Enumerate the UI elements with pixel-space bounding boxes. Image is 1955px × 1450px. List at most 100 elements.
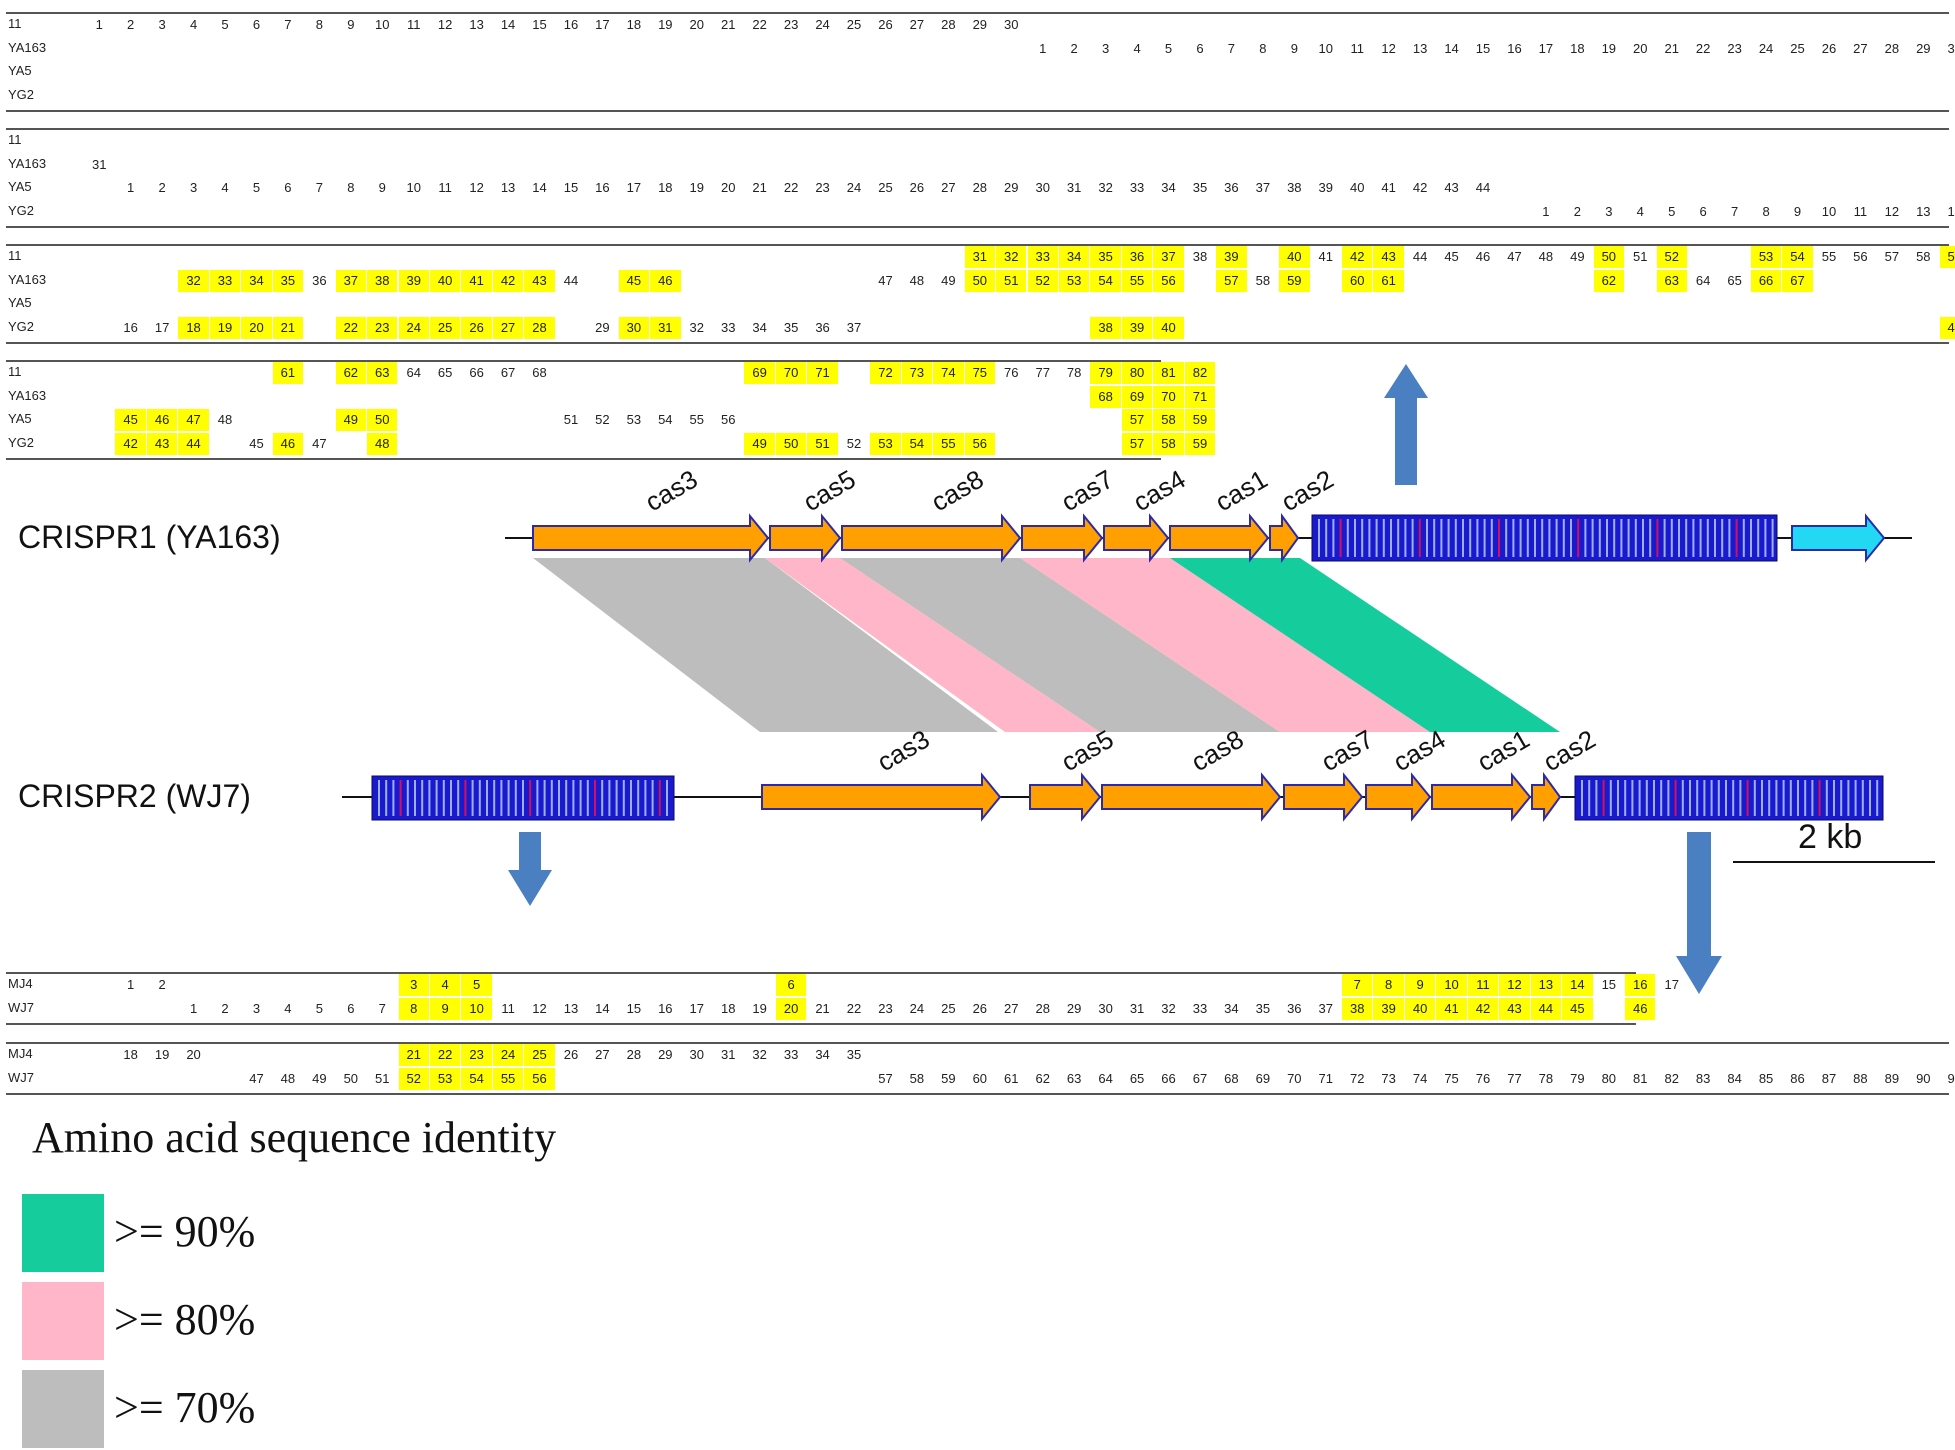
spacer-cell: 29 [658,1047,673,1062]
spacer-cell-shared: 59 [1184,432,1216,455]
spacer-cell-shared: 43 [1373,246,1404,268]
repeat-stripe [1764,519,1767,557]
repeat-stripe [1634,519,1637,557]
spacer-cell: 48 [280,1070,296,1086]
spacer-cell-shared: 80 [1121,362,1153,384]
spacer-cell-shared: 45 [115,409,146,431]
spacer-cell: 14 [500,17,516,32]
spacer-cell-shared: 16 [1625,974,1656,996]
spacer-cell: 15 [563,180,579,195]
spacer-cell-shared: 70 [775,362,807,384]
spacer-cell: 64 [1098,1070,1113,1086]
spacer-cell: 38 [1192,249,1208,264]
spacer-cell-shared: 35 [1090,246,1121,268]
repeat-stripe [1627,519,1630,557]
repeat-stripe [478,780,481,816]
spacer-cell-shared: 46 [650,269,681,292]
repeat-stripe [1642,519,1644,557]
repeat-stripe [1498,519,1500,557]
spacer-cell: 1 [127,977,135,992]
repeat-stripe [1325,519,1328,557]
spacer-cell: 91 [1947,1070,1955,1086]
spacer-cell: 37 [1318,1000,1333,1016]
repeat-stripe [536,780,539,816]
homology-band-cas5 [765,558,1100,732]
spacer-cell: 18 [720,1000,736,1016]
spacer-cell: 69 [1255,1070,1271,1086]
spacer-cell: 21 [752,180,767,195]
row-label: 11 [8,16,22,31]
spacer-cell-shared: 61 [272,362,304,384]
repeat-stripe [421,780,424,816]
spacer-cell: 17 [626,180,642,195]
spacer-cell-shared: 18 [178,316,209,339]
spacer-cell-shared: 7 [1342,974,1373,996]
spacer-cell-shared: 31 [650,316,681,339]
repeat-stripe [1505,519,1508,557]
spacer-cell-shared: 36 [1121,246,1153,268]
spacer-cell-shared: 52 [1027,269,1058,292]
spacer-cell: 17 [1538,40,1554,56]
gene-arrow-cas1 [1431,772,1532,822]
spacer-cell: 17 [595,17,610,32]
spacer-cell-shared: 25 [524,1044,555,1066]
spacer-cell: 17 [1664,977,1679,992]
table-rule [6,342,1949,344]
spacer-cell-shared: 13 [1530,974,1562,996]
repeat-stripe [622,780,625,816]
spacer-cell: 80 [1601,1070,1617,1086]
repeat-stripe [1526,519,1529,557]
spacer-cell: 5 [315,1000,323,1016]
spacer-cell: 64 [406,365,421,380]
repeat-stripe [486,780,488,816]
spacer-cell: 48 [217,412,233,427]
spacer-cell: 60 [972,1070,988,1086]
spacer-cell-shared: 79 [1090,362,1121,384]
repeat-stripe [1804,780,1807,816]
spacer-cell: 5 [1668,203,1676,219]
spacer-cell: 86 [1790,1070,1805,1086]
spacer-cell: 10 [375,17,390,32]
legend-swatch-80 [22,1282,104,1360]
row-label: YG2 [8,318,35,334]
spacer-cell: 8 [315,17,323,32]
repeat-stripe [457,780,460,816]
repeat-stripe [1768,780,1771,816]
spacer-cell-shared: 52 [398,1067,429,1090]
spacer-cell-shared: 30 [618,316,650,339]
spacer-cell: 13 [1412,40,1428,56]
spacer-cell: 15 [532,17,547,32]
spacer-cell-shared: 75 [964,362,996,384]
spacer-cell: 35 [1255,1000,1271,1016]
repeat-stripe [579,780,582,816]
spacer-cell: 7 [1730,203,1739,219]
spacer-cell-shared: 71 [1184,385,1216,408]
spacer-cell: 14 [532,180,547,195]
row-label: WJ7 [8,1069,34,1085]
repeat-stripe [637,780,640,816]
spacer-cell-shared: 42 [492,269,524,292]
spacer-cell: 6 [1699,203,1707,219]
spacer-cell: 11 [1853,203,1868,219]
pointer-arrow-down-right [1676,832,1722,994]
spacer-cell-shared: 61 [1373,269,1404,292]
homology-band-cas1-cas2 [1170,558,1560,732]
spacer-cell-shared: 32 [178,269,209,292]
spacer-cell: 8 [1762,203,1770,219]
spacer-cell: 26 [878,17,893,32]
spacer-cell: 9 [347,17,355,32]
spacer-cell-shared: 42 [115,432,146,455]
repeat-stripe [435,780,438,816]
spacer-cell: 31 [91,156,107,172]
spacer-cell: 82 [1664,1070,1679,1086]
repeat-stripe [1562,519,1565,557]
repeat-stripe [507,780,510,816]
gene-arrow-cas2 [1531,771,1562,823]
spacer-cell-shared: 39 [1373,997,1404,1020]
spacer-cell-shared: 40 [1404,997,1436,1020]
spacer-cell-shared: 74 [933,362,964,384]
spacer-cell-shared: 52 [1656,246,1687,268]
repeat-stripe [1876,780,1879,816]
table-rule [6,972,1636,974]
